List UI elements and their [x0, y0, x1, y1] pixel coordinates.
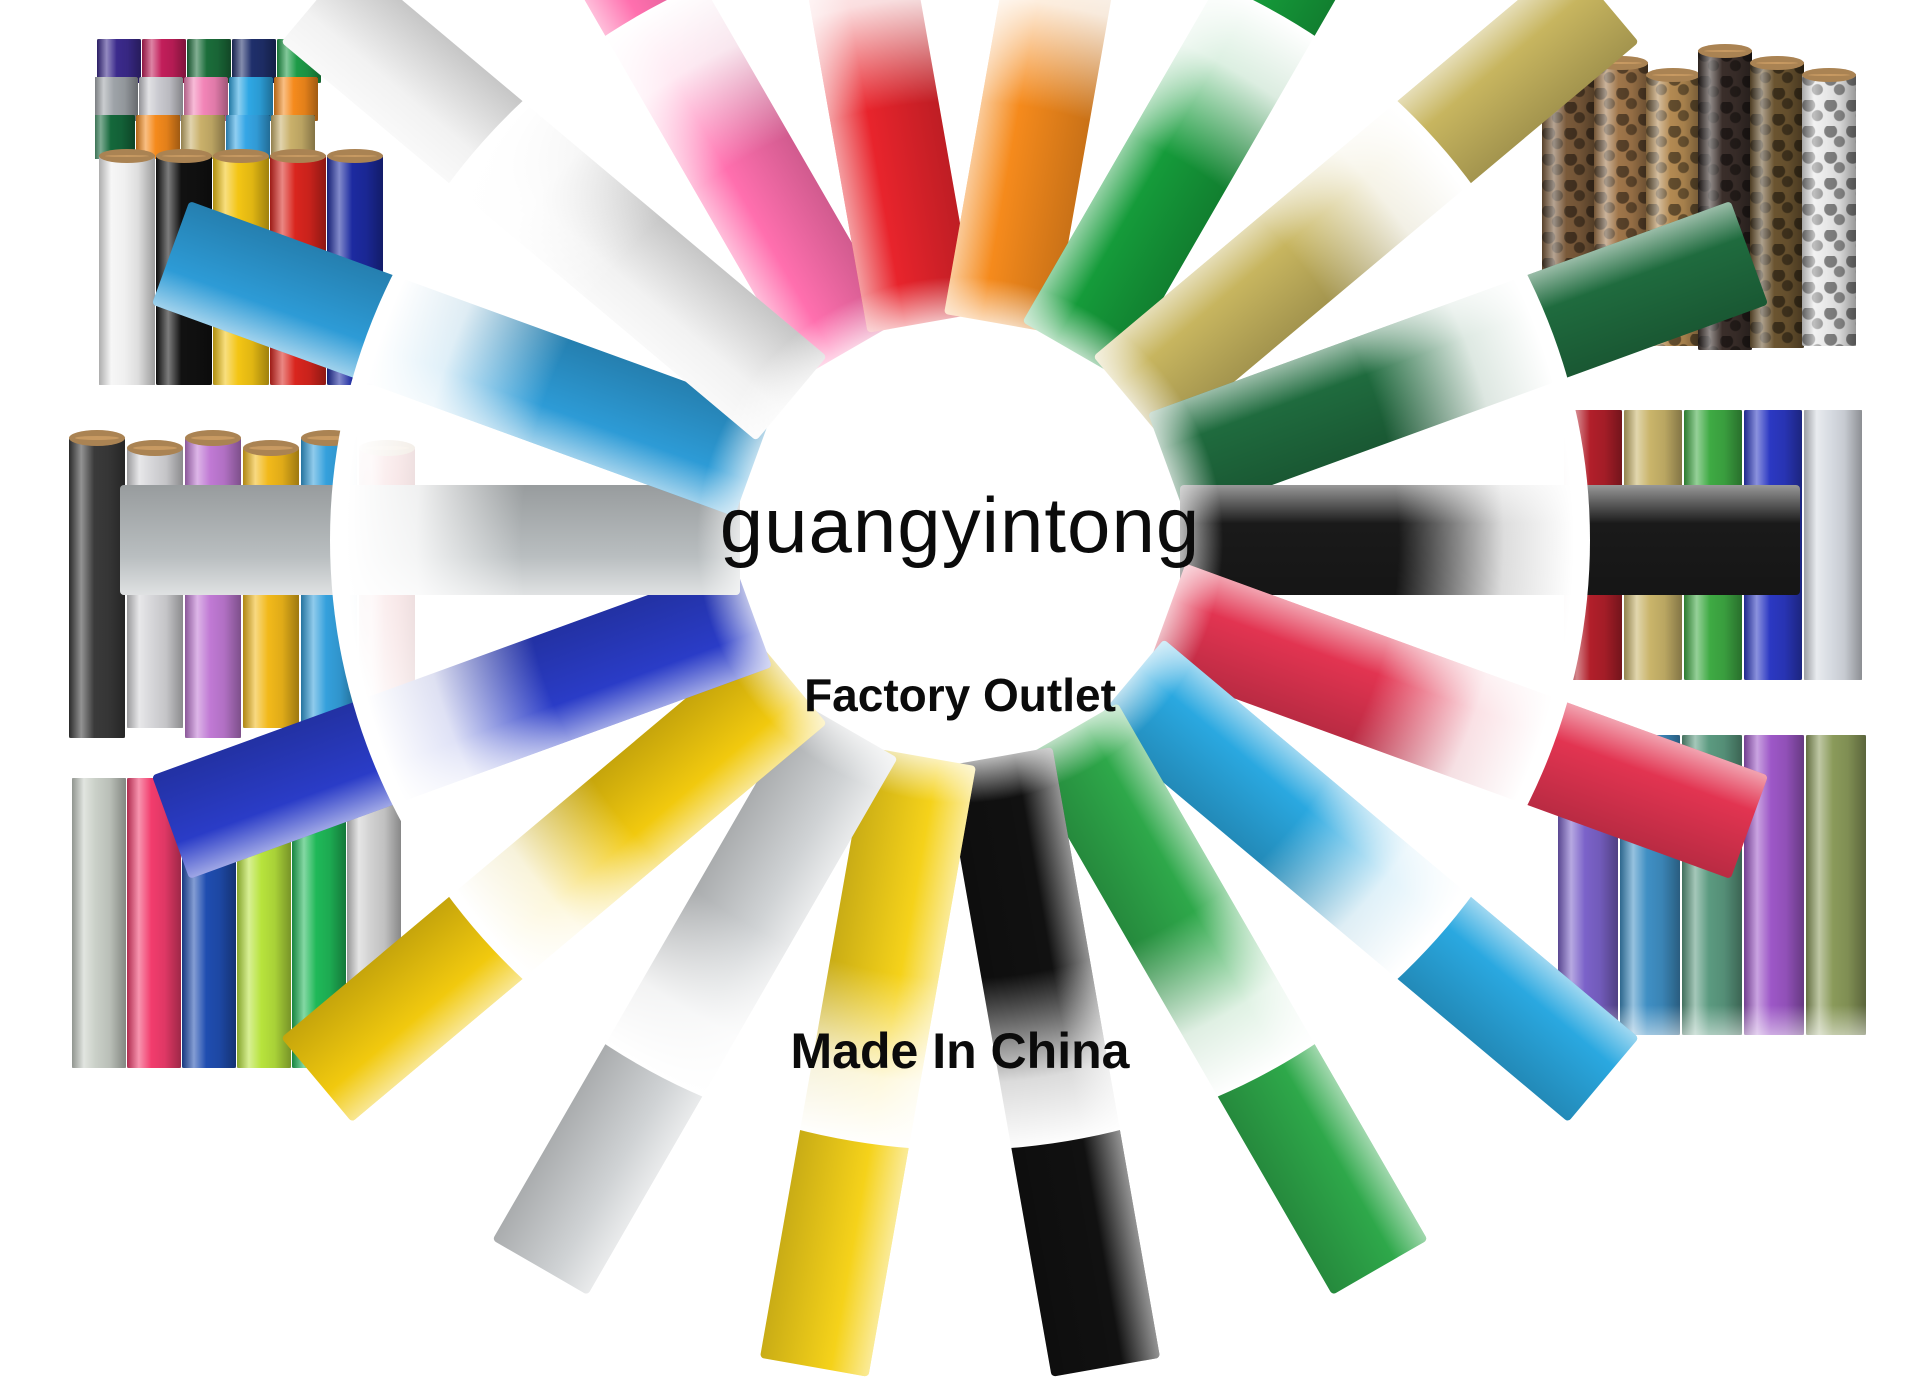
roll-end [1646, 68, 1700, 82]
roll-end [185, 430, 241, 446]
made-in-china-label: Made In China [790, 1023, 1130, 1079]
factory-outlet-label: Factory Outlet [804, 669, 1116, 721]
back-roll [187, 39, 231, 83]
metallic-roll [1804, 410, 1862, 680]
back-roll [229, 77, 273, 121]
roll-end [270, 149, 326, 163]
roll-end [69, 430, 125, 446]
glitter-roll [69, 438, 125, 738]
roll-end [301, 430, 357, 446]
back-roll [184, 77, 228, 121]
back-roll [97, 39, 141, 83]
roll-end [359, 440, 415, 456]
neon-roll [72, 778, 126, 1068]
reflection-fade [1558, 680, 1868, 720]
animal-print-roll [1802, 74, 1856, 346]
brand-name: guangyintong [719, 481, 1201, 569]
roll-end [327, 149, 383, 163]
roll-end [213, 149, 269, 163]
roll-end [1802, 68, 1856, 82]
roll-end [156, 149, 212, 163]
back-roll [142, 39, 186, 83]
roll-end [243, 440, 299, 456]
chameleon-roll [1806, 735, 1866, 1035]
back-roll [139, 77, 183, 121]
page: { "brand": "guangyintong", "tagline": "F… [0, 0, 1920, 1080]
roll-end [1698, 44, 1752, 58]
roll-end [99, 149, 155, 163]
roll-end [127, 440, 183, 456]
vinyl-roll [99, 155, 155, 385]
roll-end [1750, 56, 1804, 70]
back-roll [95, 77, 138, 121]
back-roll [232, 39, 276, 83]
back-roll [274, 77, 318, 121]
